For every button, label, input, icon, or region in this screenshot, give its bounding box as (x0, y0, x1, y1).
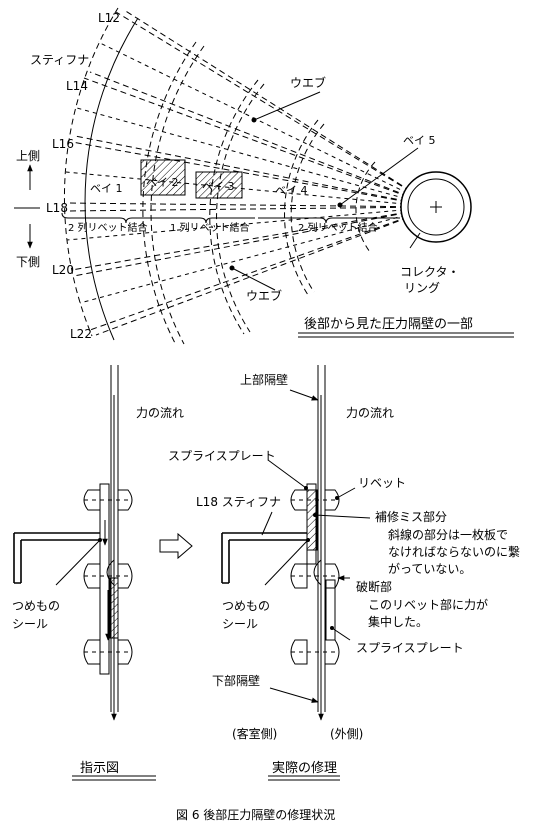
right-splice-plate-hatched (306, 489, 318, 551)
web-radial-lines (65, 41, 437, 304)
line-label-l18: L18 (46, 201, 68, 215)
upper-bulkhead-label: 上部隔壁 (240, 372, 288, 387)
figure-caption: 図 6 後部圧力隔壁の修理状況 (176, 807, 335, 822)
left-force-flow-label: 力の流れ (136, 406, 184, 420)
left-seal-label: シール (12, 617, 48, 631)
transform-arrow (159, 532, 193, 560)
collector-ring-label-1: コレクタ・ (400, 265, 460, 279)
left-splice-plate-outer (99, 483, 110, 675)
right-caption: 実際の修理 (272, 760, 337, 776)
top-caption: 後部から見た圧力隔壁の一部 (304, 317, 473, 332)
line-label-l22: L22 (70, 327, 92, 341)
left-filler-label: つめもの (12, 599, 60, 613)
joint-bracket-2 (150, 217, 255, 224)
repair-note-1: 斜線の部分は一枚板で (388, 527, 508, 542)
bay-4-label: ベイ 4 (275, 184, 308, 197)
actual-repair-diagram (221, 365, 371, 781)
fracture-label: 破断部 (356, 579, 392, 594)
joint-bracket-3 (258, 217, 400, 224)
joint-label-3: 2 列リベット結合 (298, 221, 378, 234)
collector-ring-label-2: リング (404, 281, 440, 295)
left-caption: 指示図 (80, 761, 119, 776)
right-splice-plate-lower (325, 579, 336, 641)
cabin-side-label: (客室側) (232, 726, 277, 741)
stiffener-label: スティフナ (30, 53, 89, 67)
splice-plate-top-label: スプライスプレート (168, 449, 276, 463)
stiffener-lines (65, 9, 437, 336)
bay-1-label: ベイ 1 (90, 182, 123, 195)
line-label-l12: L12 (98, 11, 120, 25)
joint-label-2: 1 列リベット結合 (170, 221, 250, 234)
left-rivets (83, 489, 133, 665)
web-upper-label: ウエブ (290, 75, 326, 90)
repair-note-2: なければならないのに繋 (388, 544, 520, 559)
joint-bracket-1 (61, 212, 150, 224)
bay-3-label: ベイ 3 (202, 180, 235, 193)
right-seal-label: シール (222, 617, 258, 631)
rivet-label: リベット (358, 476, 406, 490)
line-label-l16: L16 (52, 137, 74, 151)
bay-5-label: ベイ 5 (403, 134, 436, 147)
l18-stiffener-label: L18 スティフナ (196, 495, 281, 509)
outer-side-label: (外側) (330, 727, 363, 741)
lower-bulkhead-label: 下部隔壁 (212, 673, 260, 688)
up-side-label: 上側 (16, 149, 40, 163)
web-lower-label: ウエブ (246, 288, 282, 303)
right-force-flow-label: 力の流れ (346, 406, 394, 420)
repair-error-label: 補修ミス部分 (375, 509, 447, 524)
line-label-l20: L20 (52, 263, 74, 277)
line-label-l14: L14 (66, 79, 88, 93)
hatched-bay-3 (195, 171, 243, 199)
hatched-bay-2 (140, 159, 186, 196)
splice-plate-bottom-label: スプライスプレート (356, 641, 464, 655)
fracture-note-2: 集中した。 (368, 614, 428, 629)
fracture-note-1: このリベット部に力が (368, 597, 488, 612)
repair-note-3: がっていない。 (388, 561, 471, 576)
bay-arcs (63, 7, 376, 346)
center-cross (430, 201, 442, 213)
joint-label-1: 2 列リベット結合 (68, 221, 148, 234)
down-side-label: 下側 (16, 255, 40, 269)
instruction-diagram (13, 365, 156, 781)
bulkhead-fan-diagram (14, 7, 514, 346)
bay-2-label: ベイ 2 (146, 176, 179, 189)
right-filler-label: つめもの (222, 599, 270, 613)
labels: スティフナ L12 L14 L16 L18 L20 L22 上側 下側 ウエブ … (12, 11, 520, 822)
